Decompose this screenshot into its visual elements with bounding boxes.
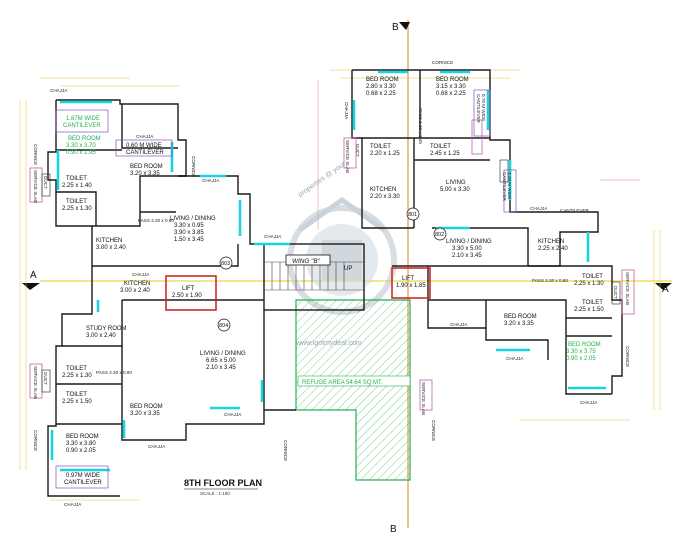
watermark-url: www.igotmydeal.com	[295, 340, 362, 347]
room-toilet-801b: TOILET 2.45 x 1.25	[430, 144, 460, 157]
chajja-803-right: CHAJJA	[202, 178, 220, 183]
annotations: CORNICE CHAJJA CHAJJA CHAJJA CHAJJA CHAJ…	[33, 60, 630, 507]
cornice-803: CORNICE	[191, 156, 196, 177]
cantilever-120: 1.20 M WIDE CANTILEVER	[502, 172, 512, 202]
refuge-label-box	[297, 375, 411, 387]
cantilever-label-802: CANTILEVER	[560, 208, 590, 213]
pass-803: PASS 2.30 x 0.90	[138, 218, 174, 223]
room-living-803: LIVING / DINING 3.30 x 0.95 3.90 x 3.85 …	[170, 216, 217, 243]
cornice-left-803: CORNICE	[33, 144, 38, 165]
room-toilet-804a: TOILET 2.25 x 1.30	[62, 366, 92, 379]
room-toilet-802b: TOILET 2.25 x 1.50	[574, 300, 604, 313]
chajja-804-bottom: CHAJJA	[148, 444, 166, 449]
plan-scale: SCALE : 1:100	[200, 491, 230, 496]
room-toilet-803a: TOILET 2.25 x 1.40	[62, 176, 92, 189]
room-living-801: LIVING 5.00 x 3.30	[440, 180, 470, 193]
service-slab-center: SERVICE SLAB	[421, 382, 426, 415]
refuge-area-hatch	[295, 299, 411, 481]
room-kitchen-802: KITCHEN 2.25 x 2.40	[538, 239, 568, 252]
room-study-804: STUDY ROOM 3.00 x 2.40	[86, 326, 128, 339]
watermark-arc-text: properties @ your	[297, 161, 347, 199]
section-a-arrow-left	[22, 283, 40, 290]
section-b-top: B	[392, 22, 399, 33]
duct-801: DUCT	[355, 144, 360, 157]
lift-right-outline	[391, 267, 431, 299]
chajja-804-mid: CHAJJA	[224, 412, 242, 417]
chajja-802-top: CHAJJA	[530, 206, 548, 211]
room-lift-left: LIFT 2.50 x 1.90	[172, 286, 202, 299]
pass-802: PASS 2.30 x 0.90	[532, 278, 568, 283]
room-kitchen-804: KITCHEN 3.00 x 2.40	[120, 281, 152, 294]
room-bedroom-804a: BED ROOM 3.20 x 3.35	[130, 404, 164, 417]
staircase-core	[263, 243, 365, 311]
flat-number-markers	[217, 207, 447, 332]
room-kitchen-801: KITCHEN 2.20 x 3.30	[370, 187, 400, 200]
plan-title: 8TH FLOOR PLAN	[184, 478, 262, 488]
room-lift-right: LIFT 1.90 x 1.85	[396, 276, 426, 289]
pass-804: PASS 2.30 x 0.90	[96, 370, 132, 375]
section-a-left: A	[30, 270, 37, 281]
chajja-803-mid: CHAJJA	[136, 134, 154, 139]
cantilever-097: 0.97M WIDE CANTILEVER	[64, 473, 102, 486]
room-living-804: LIVING / DINING 6.65 x 5.00 2.10 x 3.45	[200, 351, 247, 371]
room-bedroom-801b: BED ROOM 3.15 x 3.30 0.68 x 2.25	[436, 77, 470, 97]
room-bedroom-802: BED ROOM 3.20 x 3.35	[504, 314, 538, 327]
section-a-arrow-right	[655, 283, 672, 290]
duct-803: DUCT	[43, 176, 48, 189]
chajja-802-mid: CHAJJA	[506, 356, 524, 361]
cornice-left-804: CORNICE	[33, 430, 38, 451]
service-slab-804: SERVICE SLAB	[33, 366, 38, 399]
room-bedroom-803: BED ROOM 3.20 x 3.35	[130, 164, 164, 177]
room-bedroom-802-green: BED ROOM 3.30 x 3.75 0.90 x 2.05	[566, 342, 602, 362]
room-bedroom-803-green: BED ROOM 3.30 x 3.70 0.90 x 1.95	[66, 136, 102, 156]
room-toilet-804b: TOILET 2.25 x 1.50	[62, 392, 92, 405]
cantilever-187: 1.87M WIDE CANTILEVER	[63, 116, 102, 129]
flat-803: 803	[221, 261, 230, 267]
room-toilet-803b: TOILET 2.25 x 1.30	[62, 199, 92, 212]
duct-804: DUCT	[43, 372, 48, 385]
chajja-802-bottom: CHAJJA	[580, 400, 598, 405]
section-a-right: A	[662, 284, 669, 295]
cornice-top: CORNICE	[432, 60, 453, 65]
cornice-right: CORNICE	[431, 420, 436, 441]
dimension-lines	[19, 69, 661, 501]
service-slab-801: SERVICE SLAB	[345, 140, 350, 173]
chajja-802-left: CHAJJA	[450, 322, 468, 327]
room-toilet-801a: TOILET 2.20 x 1.25	[370, 144, 400, 157]
room-toilet-802a: TOILET 2.25 x 1.30	[574, 274, 604, 287]
service-slab-802: SERVICE SLAB	[625, 272, 630, 305]
chajja-801-left: CHAJJA	[344, 102, 349, 120]
room-bedroom-801a: BED ROOM 2.80 x 3.30 0.68 x 2.25	[366, 77, 400, 97]
cantilever-outlines	[55, 89, 517, 489]
cantilever-070: 0.70 M WIDE CANTILEVER	[476, 94, 486, 124]
cornice-802: CORNICE	[625, 346, 630, 367]
pass-801: PASS 1.20 x 2.45	[418, 108, 423, 144]
cornice-center: CORNICE	[283, 440, 288, 461]
chajja-core: CHAJJA	[264, 234, 282, 239]
flat-804: 804	[219, 323, 228, 329]
flat-802: 802	[435, 232, 444, 238]
room-kitchen-803: KITCHEN 3.00 x 2.40	[96, 238, 126, 251]
section-b-arrow-top	[399, 22, 410, 30]
stair-up-label: UP	[344, 266, 352, 272]
room-living-802: LIVING / DINING 3.30 x 5.00 2.10 x 3.45	[446, 239, 493, 259]
section-b-bottom: B	[390, 524, 397, 535]
duct-802: DUCT	[613, 286, 618, 299]
chajja-804-top: CHAJJA	[132, 272, 150, 277]
refuge-area-label: REFUGE AREA 54.64 SQ.MT.	[302, 380, 383, 386]
flat-801: 801	[408, 212, 417, 218]
service-slab-803: SERVICE SLAB	[33, 170, 38, 203]
lift-left-outline	[165, 275, 217, 311]
ducts	[29, 119, 635, 411]
wing-label: WING "B"	[292, 258, 321, 265]
chajja-804-base: CHAJJA	[64, 502, 82, 507]
cantilever-060: 0.60 M WIDE CANTILEVER	[126, 143, 164, 156]
room-bedroom-804b: BED ROOM 3.30 x 3.80 0.90 x 2.05	[66, 434, 100, 454]
chajja-803-top: CHAJJA	[50, 88, 68, 93]
